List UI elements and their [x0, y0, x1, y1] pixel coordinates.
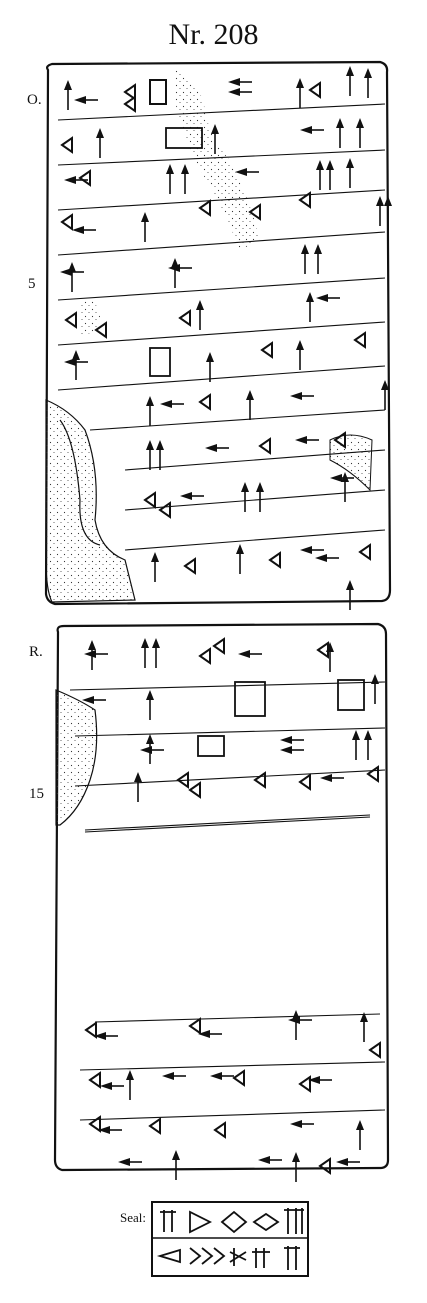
line-number-15: 15 — [29, 786, 44, 802]
reverse-label: R. — [29, 644, 43, 660]
obverse-label: O. — [27, 92, 42, 108]
line-number-5: 5 — [28, 276, 36, 292]
plate-title: Nr. 208 — [168, 18, 259, 51]
obverse-drawing — [44, 60, 393, 611]
reverse-drawing — [53, 622, 390, 1183]
seal-drawing — [151, 1201, 309, 1277]
seal-label: Seal: — [120, 1210, 146, 1225]
